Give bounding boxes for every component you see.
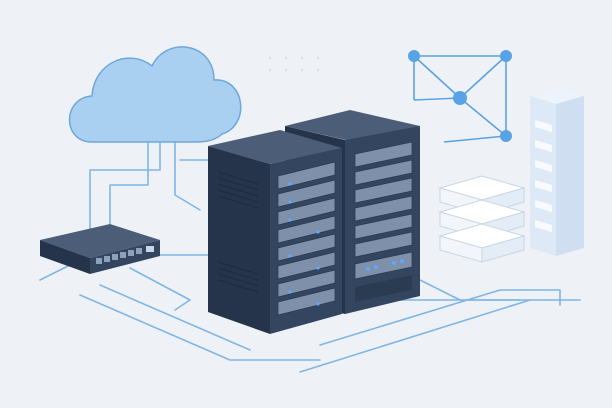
server-rack-icon — [208, 130, 342, 334]
database-icon — [438, 175, 526, 263]
switch-icon — [40, 224, 160, 274]
building-icon — [530, 88, 584, 256]
network-nodes-icon — [408, 50, 512, 143]
cable-traces — [39, 139, 581, 373]
dot-pattern — [269, 57, 319, 71]
cloud-icon — [68, 46, 242, 143]
